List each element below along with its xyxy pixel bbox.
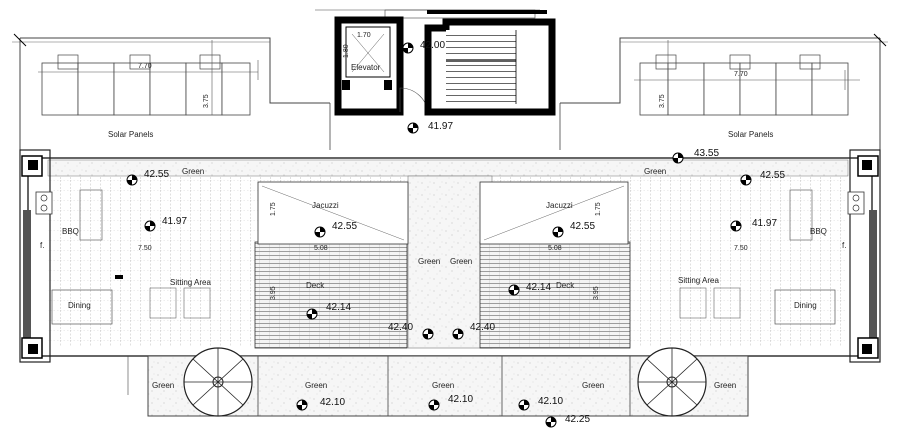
elevation-jacuzzi-right: 42.55 bbox=[570, 221, 595, 232]
label-green-bottom-3: Green bbox=[432, 381, 454, 390]
dim-deck-width-left: 5.08 bbox=[314, 245, 328, 252]
label-deck-left: Deck bbox=[306, 281, 325, 290]
dim-deck-depth-left: 3.95 bbox=[270, 286, 277, 300]
elevation-marker bbox=[296, 399, 308, 411]
dim-solar-width-left: 7.70 bbox=[138, 63, 152, 70]
label-green-bottom-4: Green bbox=[582, 381, 604, 390]
label-elevator: Elevator bbox=[351, 63, 381, 72]
elevation-green-right: 42.55 bbox=[760, 170, 785, 181]
elevation-stair-top: 42.00 bbox=[420, 40, 445, 51]
elevation-marker bbox=[672, 152, 684, 164]
label-dining-right: Dining bbox=[794, 301, 817, 310]
label-green-top-right: Green bbox=[644, 167, 666, 176]
dim-elevator-depth: 1.80 bbox=[343, 44, 350, 58]
label-dining-left: Dining bbox=[68, 301, 91, 310]
elevation-jacuzzi-left: 42.55 bbox=[332, 221, 357, 232]
label-solar-panels-left: Solar Panels bbox=[108, 130, 153, 139]
elevation-marker bbox=[407, 122, 419, 134]
solar-wing-right bbox=[560, 33, 888, 155]
label-jacuzzi-right: Jacuzzi bbox=[546, 201, 573, 210]
elevation-bbq-area-left: 41.97 bbox=[162, 216, 187, 227]
left-wall bbox=[19, 149, 51, 363]
label-sitting-area-left: Sitting Area bbox=[170, 278, 211, 287]
elevation-marker bbox=[452, 328, 464, 340]
elevation-marker bbox=[552, 226, 564, 238]
label-green-mid-left: Green bbox=[418, 257, 440, 266]
solar-wing-left bbox=[12, 33, 330, 155]
dim-jacuzzi-depth-right: 1.75 bbox=[595, 202, 602, 216]
elevation-center-left: 42.40 bbox=[388, 322, 413, 333]
label-green-mid-right: Green bbox=[450, 257, 472, 266]
elevation-marker bbox=[126, 174, 138, 186]
elevation-marker bbox=[508, 284, 520, 296]
elevation-deck-right: 42.14 bbox=[526, 282, 551, 293]
elevation-bottom-4: 42.25 bbox=[565, 414, 590, 425]
elevation-marker bbox=[422, 328, 434, 340]
dim-deck-width-right: 5.08 bbox=[548, 245, 562, 252]
spiral-stair-left bbox=[183, 347, 253, 417]
deck-right bbox=[479, 241, 631, 349]
dim-solar-width-right: 7.70 bbox=[734, 71, 748, 78]
dim-elevator-width: 1.70 bbox=[357, 32, 371, 39]
label-solar-panels-right: Solar Panels bbox=[728, 130, 773, 139]
elevation-marker bbox=[402, 42, 414, 54]
label-deck-right: Deck bbox=[556, 281, 575, 290]
dim-span-left: 7.50 bbox=[138, 245, 152, 252]
deck-left bbox=[254, 241, 408, 349]
spiral-stair-right bbox=[637, 347, 707, 417]
elevation-marker bbox=[730, 220, 742, 232]
elevation-marker bbox=[306, 308, 318, 320]
elevation-deck-left: 42.14 bbox=[326, 302, 351, 313]
dim-solar-depth-left: 3.75 bbox=[203, 94, 210, 108]
dim-solar-depth-right: 3.75 bbox=[659, 94, 666, 108]
elevation-marker bbox=[518, 399, 530, 411]
elevation-center-right: 42.40 bbox=[470, 322, 495, 333]
label-green-bottom-2: Green bbox=[305, 381, 327, 390]
stair-core bbox=[315, 9, 561, 150]
label-f-left: f. bbox=[40, 241, 44, 250]
elevation-green-left: 42.55 bbox=[144, 169, 169, 180]
elevation-marker bbox=[740, 174, 752, 186]
right-wall bbox=[849, 149, 881, 363]
label-green-bottom-1: Green bbox=[152, 381, 174, 390]
elevation-marker bbox=[144, 220, 156, 232]
elevation-bottom-2: 42.10 bbox=[448, 394, 473, 405]
label-jacuzzi-left: Jacuzzi bbox=[312, 201, 339, 210]
elevation-green-right-top: 43.55 bbox=[694, 148, 719, 159]
elevation-marker bbox=[314, 226, 326, 238]
dim-span-right: 7.50 bbox=[734, 245, 748, 252]
label-bbq-left: BBQ bbox=[62, 227, 79, 236]
elevation-landing: 41.97 bbox=[428, 121, 453, 132]
dim-deck-depth-right: 3.95 bbox=[593, 286, 600, 300]
elevation-bottom-1: 42.10 bbox=[320, 397, 345, 408]
label-green-bottom-5: Green bbox=[714, 381, 736, 390]
label-f-right: f. bbox=[842, 241, 846, 250]
elevation-marker bbox=[545, 416, 557, 428]
label-sitting-area-right: Sitting Area bbox=[678, 276, 719, 285]
label-bbq-right: BBQ bbox=[810, 227, 827, 236]
label-green-top-left: Green bbox=[182, 167, 204, 176]
dim-jacuzzi-depth-left: 1.75 bbox=[270, 202, 277, 216]
elevation-bbq-area-right: 41.97 bbox=[752, 218, 777, 229]
planter-strip-center bbox=[407, 175, 493, 349]
elevation-marker bbox=[428, 399, 440, 411]
elevation-bottom-3: 42.10 bbox=[538, 396, 563, 407]
